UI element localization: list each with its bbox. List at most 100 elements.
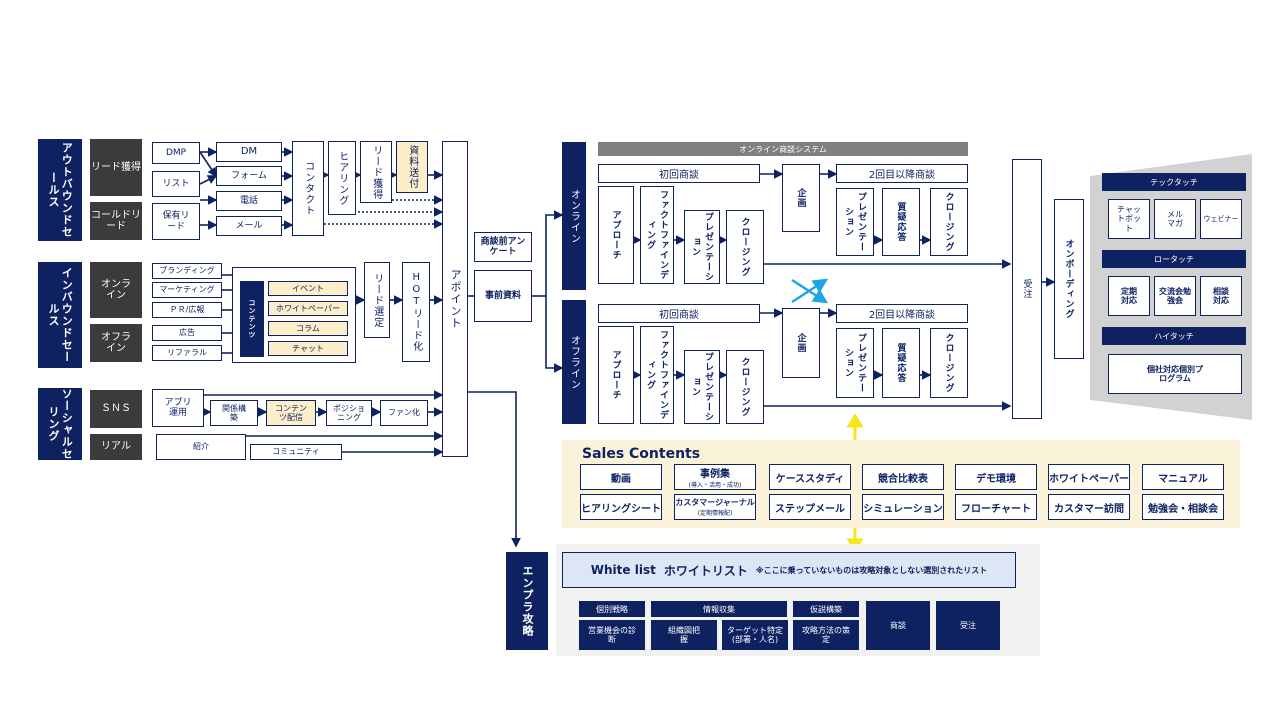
offline-planning: 企画 bbox=[782, 308, 820, 378]
phone-box: 電話 bbox=[216, 191, 282, 211]
inbound-offline-label: オフライン bbox=[90, 324, 142, 362]
sales-content-label: 勉強会・相談会 bbox=[1148, 503, 1218, 515]
low-touch-item-3: 相談対応 bbox=[1200, 276, 1242, 316]
online-second-meeting: 2回目以降商談 bbox=[836, 164, 968, 183]
lead-get-box: リード獲得 bbox=[360, 141, 392, 203]
positioning-box: ポジショニング bbox=[326, 400, 372, 426]
sales-content-item: 動画 bbox=[580, 464, 662, 490]
sales-content-label: カスタマージャーナル bbox=[675, 498, 755, 507]
high-touch-title: ハイタッチ bbox=[1102, 327, 1246, 345]
sales-content-label: ステップメール bbox=[775, 503, 845, 515]
hot-lead-box: HOTリード化 bbox=[402, 262, 430, 362]
low-touch-item-2: 交流会勉強会 bbox=[1154, 276, 1196, 316]
sales-content-item: デモ環境 bbox=[955, 464, 1037, 490]
appoint-box: アポイント bbox=[442, 141, 468, 457]
low-touch-item-1: 定期対応 bbox=[1108, 276, 1150, 316]
sales-content-item: カスタマージャーナル (定期情報配) bbox=[674, 494, 756, 520]
form-box: フォーム bbox=[216, 166, 282, 186]
whitelist-note: ※ここに乗っていないものは攻略対象としない選別されたリスト bbox=[755, 565, 988, 575]
enterprise-label: エンプラ攻略 bbox=[506, 552, 548, 650]
order-box: 受注 bbox=[1012, 159, 1042, 419]
mail-box: メール bbox=[216, 216, 282, 236]
individual-strategy: 個別戦略 bbox=[579, 601, 645, 617]
referral-box: リファラル bbox=[152, 345, 222, 361]
online-presentation-2: プレゼンテーション bbox=[836, 188, 874, 256]
offline-qa: 質疑応答 bbox=[882, 328, 920, 398]
sales-content-label: フローチャート bbox=[961, 503, 1031, 515]
inbound-online-label: オンライン bbox=[90, 262, 142, 318]
sales-content-item: カスタマー訪問 bbox=[1048, 494, 1130, 520]
ad-box: 広告 bbox=[152, 325, 222, 341]
pre-docs-box: 事前資料 bbox=[474, 270, 532, 322]
chat-box: チャット bbox=[268, 341, 348, 356]
sales-content-label: シミュレーション bbox=[863, 503, 943, 515]
contact-box: コンタクト bbox=[292, 141, 324, 236]
onboarding-box: オンボーディング bbox=[1054, 199, 1084, 359]
whitelist-en: White list bbox=[590, 563, 656, 577]
sales-content-item: ヒアリングシート bbox=[580, 494, 662, 520]
sales-content-label: マニュアル bbox=[1158, 473, 1208, 485]
tech-touch-item-1: チャットボット bbox=[1108, 199, 1150, 239]
dmp-box: DMP bbox=[152, 142, 200, 164]
offline-closing-2: クロージング bbox=[930, 328, 968, 398]
cold-lead-label: コールドリード bbox=[90, 202, 142, 240]
sales-content-sublabel: (導入・活用・成功) bbox=[688, 482, 742, 489]
high-touch-item: 個社対応個別プログラム bbox=[1108, 354, 1242, 394]
branding-box: ブランディング bbox=[152, 263, 222, 279]
tech-touch-item-3: ウェビナー bbox=[1200, 199, 1242, 239]
online-fact-finding: ファクトファインディング bbox=[640, 186, 674, 284]
offline-lane-label: オフライン bbox=[562, 300, 586, 424]
sns-label: ＳＮＳ bbox=[90, 390, 142, 428]
lead-acquisition-label: リード獲得 bbox=[90, 139, 142, 196]
sales-content-item: ホワイトペーパー bbox=[1048, 464, 1130, 490]
offline-approach: アプローチ bbox=[598, 326, 634, 424]
intro-box: 紹介 bbox=[156, 434, 246, 460]
sales-content-label: ヒアリングシート bbox=[581, 503, 661, 515]
fan-box: ファン化 bbox=[380, 400, 428, 426]
offline-fact-finding: ファクトファインディング bbox=[640, 326, 674, 424]
sales-content-label: ホワイトペーパー bbox=[1049, 473, 1129, 485]
contents-label: コンテンツ bbox=[240, 281, 264, 357]
owned-lead-box: 保有リード bbox=[152, 203, 200, 240]
pr-box: ＰＲ/広報 bbox=[152, 302, 222, 318]
online-closing-2: クロージング bbox=[930, 188, 968, 256]
method: 攻略方法の策定 bbox=[793, 620, 859, 650]
sales-content-label: ケーススタディ bbox=[775, 473, 845, 485]
online-first-meeting: 初回商談 bbox=[598, 164, 760, 183]
info-collect: 情報収集 bbox=[651, 601, 787, 617]
sales-content-item: ステップメール bbox=[769, 494, 851, 520]
content-dist-box: コンテンツ配信 bbox=[266, 400, 316, 426]
online-qa: 質疑応答 bbox=[882, 188, 920, 256]
online-system-banner: オンライン商談システム bbox=[598, 142, 968, 156]
inbound-sales-label: インバウンドセールス bbox=[38, 262, 82, 368]
outbound-sales-label: アウトバウンドセールス bbox=[38, 139, 82, 241]
doc-send-box: 資料送付 bbox=[396, 141, 428, 193]
sales-content-item: 競合比較表 bbox=[862, 464, 944, 490]
app-box: アプリ運用 bbox=[152, 389, 204, 427]
marketing-box: マーケティング bbox=[152, 282, 222, 298]
low-touch-title: ロータッチ bbox=[1102, 250, 1246, 268]
sales-content-item: フローチャート bbox=[955, 494, 1037, 520]
org-chart: 組織図把握 bbox=[651, 620, 717, 650]
online-closing: クロージング bbox=[726, 210, 764, 284]
sales-content-item: 勉強会・相談会 bbox=[1142, 494, 1224, 520]
online-approach: アプローチ bbox=[598, 186, 634, 284]
target: ターゲット特定(部署・人名) bbox=[722, 620, 788, 650]
sales-content-label: 事例集 bbox=[700, 469, 730, 480]
list-box: リスト bbox=[152, 171, 200, 197]
sales-content-sublabel: (定期情報配) bbox=[697, 510, 733, 517]
sales-content-item: マニュアル bbox=[1142, 464, 1224, 490]
sales-content-label: 動画 bbox=[611, 473, 631, 485]
offline-second-meeting: 2回目以降商談 bbox=[836, 304, 968, 323]
community-box: コミュニティ bbox=[250, 444, 342, 460]
tech-touch-item-2: メルマガ bbox=[1154, 199, 1196, 239]
whitepaper-box: ホワイトペーパー bbox=[268, 301, 348, 316]
relation-box: 関係構築 bbox=[210, 400, 258, 426]
real-label: リアル bbox=[90, 434, 142, 460]
biz-diagnosis: 営業機会の診断 bbox=[579, 620, 645, 650]
sales-content-item: ケーススタディ bbox=[769, 464, 851, 490]
lead-select-box: リード選定 bbox=[364, 262, 390, 338]
dm-box: DM bbox=[216, 142, 282, 162]
sales-content-item: 事例集 (導入・活用・成功) bbox=[674, 464, 756, 490]
hearing-box: ヒアリング bbox=[328, 141, 356, 215]
